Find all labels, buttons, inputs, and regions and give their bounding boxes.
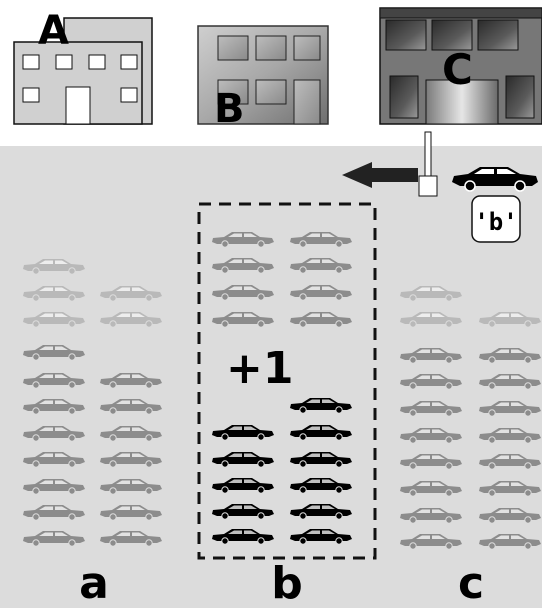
- lot-a-label: a: [79, 558, 109, 608]
- sign-label: 'b': [474, 208, 517, 236]
- lot-b-label: b: [271, 558, 303, 608]
- building-a-label: A: [38, 8, 69, 54]
- building-c-label: C: [442, 45, 473, 94]
- building-b-label: B: [214, 86, 245, 132]
- lot-c-label: c: [458, 558, 484, 608]
- building-a: [14, 18, 152, 124]
- increment-label: +1: [226, 343, 293, 394]
